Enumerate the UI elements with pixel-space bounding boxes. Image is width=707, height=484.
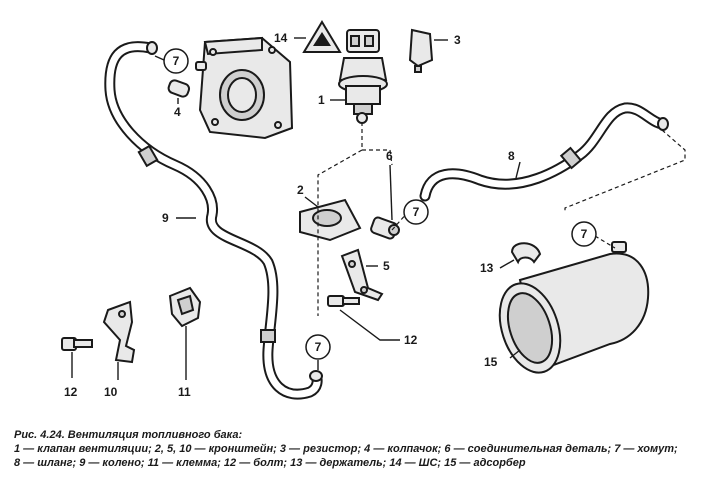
label-12-left: 12 (64, 385, 78, 399)
bolt-12-left (61, 337, 93, 378)
label-13: 13 (480, 261, 494, 275)
connector-6 (370, 164, 400, 240)
clamp-11 (168, 286, 202, 380)
bracket-5 (340, 248, 384, 302)
ventilation-valve-1 (330, 29, 388, 124)
connector-14 (294, 20, 342, 53)
label-3: 3 (454, 33, 461, 47)
label-7-bottom: 7 (305, 334, 331, 360)
label-2: 2 (297, 183, 304, 197)
caption-legend-line-2: 8 — шланг; 9 — колено; 11 — клемма; 12 —… (14, 457, 526, 469)
bracket-10 (102, 300, 136, 380)
label-11: 11 (178, 385, 191, 399)
svg-text:7: 7 (173, 54, 180, 68)
elbow-hose-9 (104, 41, 323, 400)
label-12-middle: 12 (404, 333, 418, 347)
label-8: 8 (508, 149, 515, 163)
label-5: 5 (383, 259, 390, 273)
caption-legend-line-1: 1 — клапан вентиляции; 2, 5, 10 — кроншт… (14, 443, 678, 455)
label-7-top: 7 (163, 48, 189, 74)
svg-text:7: 7 (413, 205, 420, 219)
label-10: 10 (104, 385, 118, 399)
label-6: 6 (386, 149, 393, 163)
hose-8 (419, 102, 669, 202)
label-14: 14 (274, 31, 288, 45)
label-4: 4 (174, 105, 181, 119)
label-9: 9 (162, 211, 169, 225)
throttle-flange (195, 36, 294, 140)
adsorber-15 (498, 241, 650, 374)
svg-text:7: 7 (315, 340, 322, 354)
caption-title: Рис. 4.24. Вентиляция топливного бака: (14, 429, 243, 441)
label-15: 15 (484, 355, 498, 369)
label-1: 1 (318, 93, 325, 107)
figure-caption: Рис. 4.24. Вентиляция топливного бака: 1… (14, 428, 700, 470)
label-7-right: 7 (571, 221, 597, 247)
resistor-3 (408, 28, 448, 73)
bracket-2 (299, 196, 362, 242)
holder-13 (499, 242, 542, 269)
label-7-middle: 7 (403, 199, 429, 225)
svg-text:7: 7 (581, 227, 588, 241)
cap-4 (167, 79, 191, 104)
bolt-12-middle (327, 295, 400, 341)
